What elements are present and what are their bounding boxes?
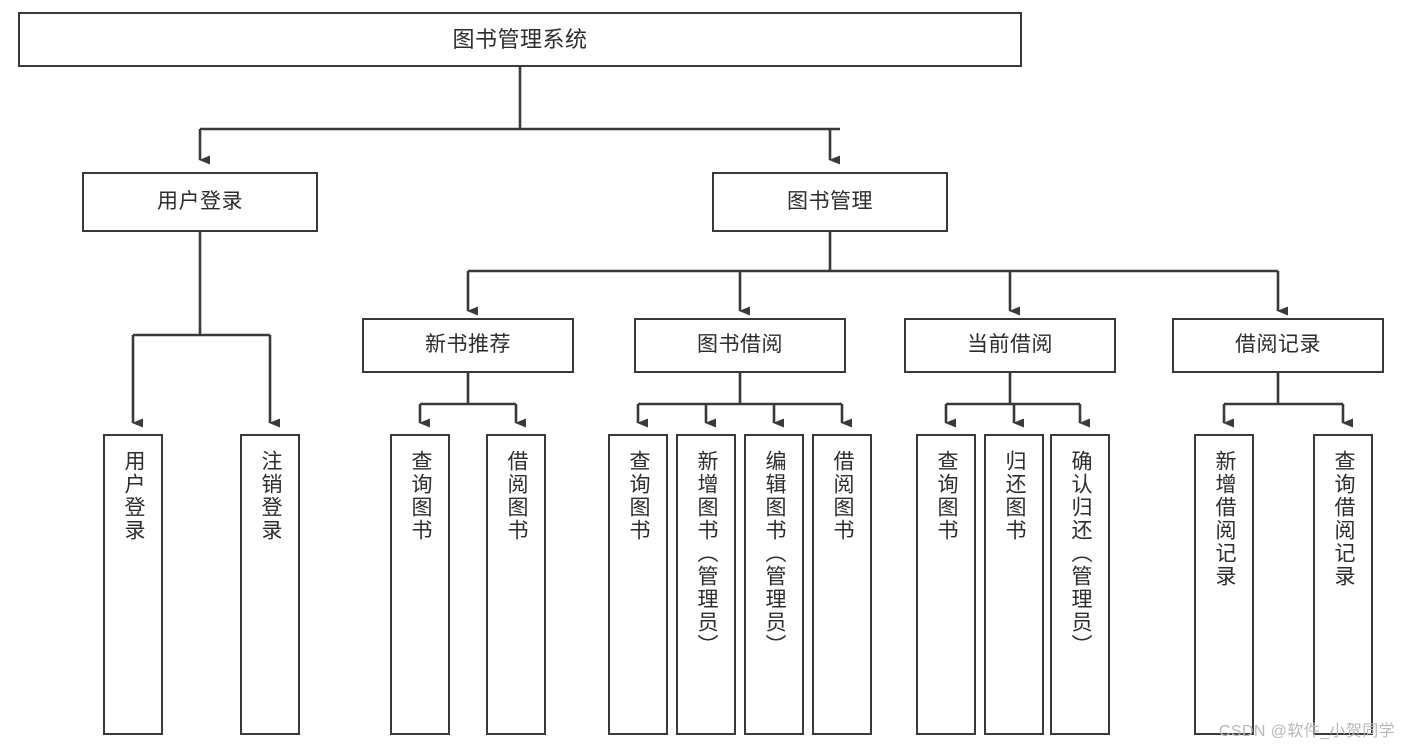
leaf-borrow-record-add[interactable]: 新增借阅记录 — [1194, 434, 1254, 735]
leaf-book-borrow-borrow[interactable]: 借阅图书 — [812, 434, 872, 735]
leaf-current-borrow-confirm-label: 确认归还（管理员） — [1069, 450, 1093, 657]
leaf-book-borrow-add[interactable]: 新增图书（管理员） — [676, 434, 736, 735]
node-borrow-record[interactable]: 借阅记录 — [1172, 318, 1384, 373]
leaf-borrow-record-query[interactable]: 查询借阅记录 — [1313, 434, 1373, 735]
node-book-borrow[interactable]: 图书借阅 — [634, 318, 846, 373]
node-new-book-recommend[interactable]: 新书推荐 — [362, 318, 574, 373]
node-book-management-label: 图书管理 — [787, 189, 873, 213]
leaf-current-borrow-confirm[interactable]: 确认归还（管理员） — [1050, 434, 1110, 735]
leaf-user-login-login-label: 用户登录 — [122, 450, 146, 542]
csdn-watermark: CSDN @软件_小贺同学 — [1218, 723, 1395, 740]
node-current-borrow-label: 当前借阅 — [967, 333, 1053, 357]
leaf-book-borrow-edit[interactable]: 编辑图书（管理员） — [744, 434, 804, 735]
node-new-book-recommend-label: 新书推荐 — [425, 333, 511, 357]
node-root-system-label: 图书管理系统 — [452, 26, 588, 52]
leaf-user-login-logout-label: 注销登录 — [259, 450, 283, 542]
node-borrow-record-label: 借阅记录 — [1235, 333, 1321, 357]
leaf-new-book-query-label: 查询图书 — [409, 450, 433, 542]
leaf-book-borrow-edit-label: 编辑图书（管理员） — [763, 450, 787, 657]
node-book-borrow-label: 图书借阅 — [697, 333, 783, 357]
leaf-book-borrow-borrow-label: 借阅图书 — [831, 450, 855, 542]
leaf-new-book-borrow[interactable]: 借阅图书 — [486, 434, 546, 735]
leaf-current-borrow-return[interactable]: 归还图书 — [984, 434, 1044, 735]
leaf-new-book-query[interactable]: 查询图书 — [390, 434, 450, 735]
node-user-login-label: 用户登录 — [157, 189, 243, 213]
leaf-book-borrow-add-label: 新增图书（管理员） — [695, 450, 719, 657]
node-user-login[interactable]: 用户登录 — [82, 172, 318, 232]
leaf-book-borrow-query-label: 查询图书 — [627, 450, 651, 542]
leaf-user-login-login[interactable]: 用户登录 — [103, 434, 163, 735]
leaf-current-borrow-query[interactable]: 查询图书 — [916, 434, 976, 735]
leaf-user-login-logout[interactable]: 注销登录 — [240, 434, 300, 735]
node-current-borrow[interactable]: 当前借阅 — [904, 318, 1116, 373]
leaf-current-borrow-return-label: 归还图书 — [1003, 450, 1027, 542]
leaf-current-borrow-query-label: 查询图书 — [935, 450, 959, 542]
leaf-borrow-record-add-label: 新增借阅记录 — [1213, 450, 1237, 588]
leaf-new-book-borrow-label: 借阅图书 — [505, 450, 529, 542]
leaf-book-borrow-query[interactable]: 查询图书 — [608, 434, 668, 735]
leaf-borrow-record-query-label: 查询借阅记录 — [1332, 450, 1356, 588]
node-book-management[interactable]: 图书管理 — [712, 172, 948, 232]
node-root-system[interactable]: 图书管理系统 — [18, 12, 1022, 67]
